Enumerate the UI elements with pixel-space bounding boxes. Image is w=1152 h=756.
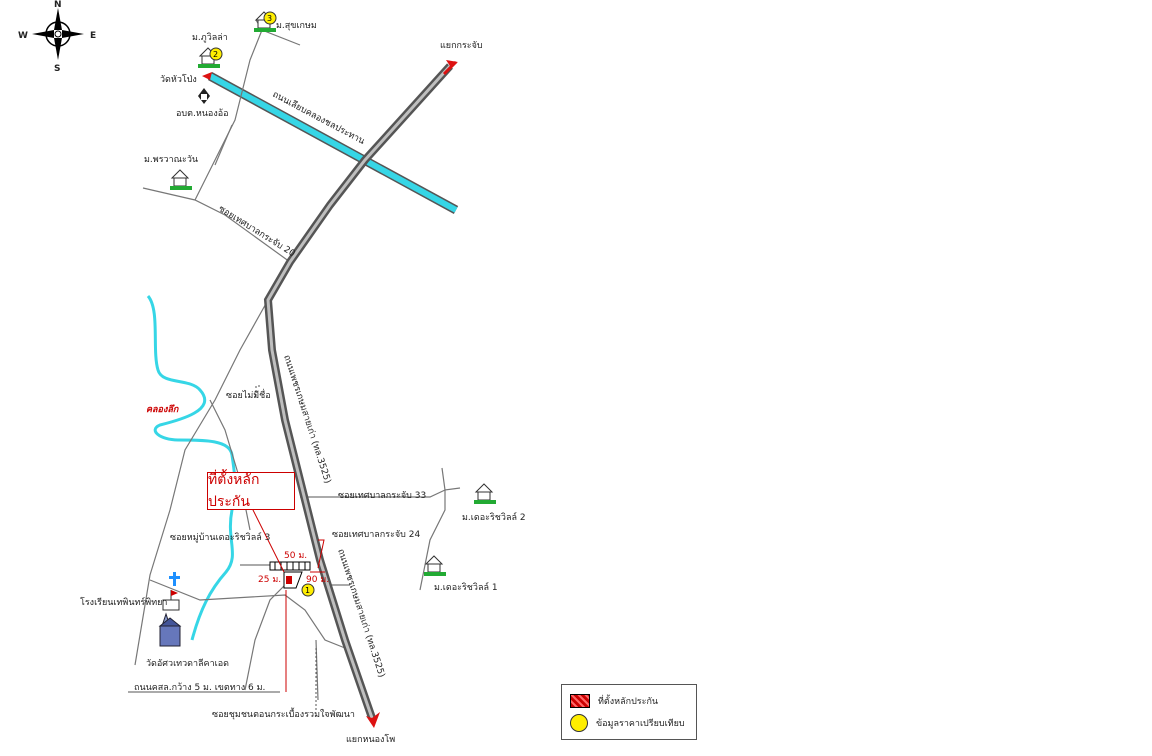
house-icon [474, 483, 496, 504]
main-highway [263, 63, 453, 720]
label-main-road-2: ถนนเพชรเกษมสายเก่า (ทล.3525) [335, 548, 386, 679]
compass-e: E [90, 31, 96, 41]
house-icon [424, 555, 446, 576]
map-legend: ที่ตั้งหลักประกัน ข้อมูลราคาเปรียบเทียบ [561, 684, 697, 740]
church-icon [158, 612, 182, 647]
compass-rose: N S W E [18, 0, 96, 74]
svg-text:1: 1 [305, 586, 310, 595]
label-soi-no-name: ซอยไม่มีชื่อ [226, 388, 271, 401]
label-village-detree1: ม.เดอะริชวิลล์ 1 [434, 581, 498, 593]
legend-row-collateral: ที่ตั้งหลักประกัน [570, 691, 658, 711]
label-village-phrawatana: ม.พรวาณะวัน [144, 155, 198, 165]
arrow-temple-icon [202, 72, 212, 80]
label-soi-33: ซอยเทศบาลกระจับ 33 [338, 491, 426, 501]
label-canal: คลองลึก [146, 404, 179, 415]
comparison-marker-2: 2 [209, 47, 223, 61]
label-dim-25: 25 ม. [258, 575, 281, 585]
house-icon [170, 169, 192, 190]
label-bottom-direction: แยกหนองโพ [346, 734, 395, 745]
collateral-plot [269, 561, 311, 589]
collateral-location-callout: ที่ตั้งหลักประกัน [207, 472, 295, 510]
river-klong-luek [146, 295, 237, 641]
label-school: โรงเรียนเทพินทร์พิทยา [80, 596, 167, 608]
label-soi-bottom: ซอยชุมชนตอนกระเบื้องรวมใจพัฒนา [212, 707, 355, 720]
label-dim-90: 90 ม. [306, 575, 329, 585]
government-emblem-icon [198, 88, 210, 104]
comparison-marker-3: 3 [263, 11, 277, 25]
leader-soi-no-name [255, 385, 262, 396]
label-village-detree2: ม.เดอะริชวิลล์ 2 [462, 511, 526, 523]
svg-text:3: 3 [267, 14, 272, 23]
arrow-south-icon [366, 712, 380, 728]
svg-text:2: 2 [213, 50, 218, 59]
label-dim-50: 50 ม. [284, 551, 307, 561]
compass-w: W [18, 31, 28, 41]
irrigation-canal [207, 72, 459, 214]
compass-n: N [54, 0, 62, 10]
label-church: วัดอัศวเทวดาลีคาเอด [146, 658, 229, 669]
cross-icon [169, 572, 180, 586]
compass-s: S [54, 64, 60, 74]
callout-leaders [251, 507, 325, 692]
legend-comparison-label: ข้อมูลราคาเปรียบเทียบ [596, 719, 685, 729]
comparison-circle-icon [570, 714, 588, 732]
label-temple-top: วัดหัวโป่ง [160, 74, 197, 85]
legend-row-comparison: ข้อมูลราคาเปรียบเทียบ [570, 713, 685, 733]
collateral-swatch-icon [570, 694, 590, 708]
label-village-suksem: ม.สุขเกษม [276, 21, 317, 31]
label-road-width: ถนนคสล.กว้าง 5 ม. เขตทาง 6 ม. [134, 682, 265, 693]
legend-collateral-label: ที่ตั้งหลักประกัน [598, 697, 659, 707]
arrow-ne-stem [442, 60, 458, 76]
label-top-right-direction: แยกกระจับ [440, 41, 483, 51]
label-village-phuwila: ม.ภูวิลล่า [192, 32, 228, 43]
comparison-marker-1: 1 [301, 583, 315, 597]
label-subdistrict-office: อบต.หนองอ้อ [176, 108, 229, 119]
label-soi-24: ซอยเทศบาลกระจับ 24 [332, 530, 420, 540]
label-soi-village3: ซอยหมู่บ้านเดอะริชวิลล์ 3 [170, 531, 270, 543]
school-icon [162, 590, 180, 611]
label-soi-20: ซอยเทศบาลกระจับ 20 [216, 204, 296, 259]
